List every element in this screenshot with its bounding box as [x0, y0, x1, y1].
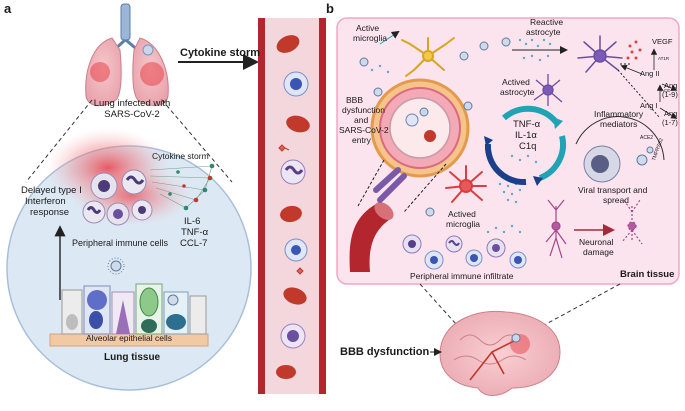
ang-1-9-line2: (1-9) [662, 90, 678, 99]
bbb-line1: BBB [346, 95, 364, 105]
peripheral-immune-cells-a [82, 169, 153, 226]
zoom-line-left [25, 99, 93, 183]
active-microglia-line1: Active [356, 23, 380, 33]
viral-line2: spread [603, 195, 629, 205]
bbb-line3: and [354, 115, 369, 125]
peripheral-immune-cells-label: Peripheral immune cells [72, 238, 169, 248]
neuronal-line1: Neuronal [579, 237, 614, 247]
viral-particles-b [359, 37, 511, 217]
astrocyte-endfoot [373, 167, 407, 203]
microglia-yellow [401, 37, 455, 77]
vessel-immune-cells [278, 71, 309, 349]
cytokine-cycle [484, 105, 566, 186]
viral-spread-cell [575, 116, 665, 183]
delayed-line3: response [30, 207, 70, 218]
il6-label: IL-6 [184, 216, 201, 227]
lung-caption-line1: Lung infected with [93, 98, 171, 109]
actived-microglia-line2: microglia [446, 219, 481, 229]
actived-astrocyte-line2: astrocyte [500, 87, 535, 97]
ang-pathway [620, 40, 678, 119]
delayed-line2: Interferon [25, 196, 66, 207]
pathway-link [617, 69, 661, 119]
alveolar-epithelium [49, 283, 209, 347]
section-line-1 [357, 159, 385, 207]
ccl7-label: CCL-7 [180, 238, 208, 249]
bbb-line5: entry [352, 135, 371, 145]
cycle-tnf-label: TNF-α [513, 119, 541, 130]
zoom-line-right [161, 99, 233, 183]
brain-tissue-label: Brain tissue [620, 269, 675, 280]
cycle-il1-label: IL-1α [515, 130, 537, 141]
inflammatory-line1: Inflammatory [594, 109, 644, 119]
section-line-2 [403, 163, 447, 213]
ang-1-9-line1: Ang [664, 81, 678, 90]
reactive-astrocyte-line2: astrocyte [526, 27, 561, 37]
red-blood-cells [276, 35, 310, 379]
actived-astrocyte-line1: Actived [502, 77, 530, 87]
active-microglia-line2: microglia [353, 33, 388, 43]
cytokine-storm-label: Cytokine storm [180, 47, 261, 59]
alveolar-cells-label: Alveolar epithelial cells [86, 333, 172, 343]
ang-1-7-line1: Ang [664, 109, 678, 118]
bbb-dysfunction-label: BBB dysfunction [340, 346, 430, 358]
delayed-line1: Delayed type I [21, 185, 82, 196]
ang-1-7-line2: (1-7) [662, 118, 678, 127]
brain-illustration [439, 310, 561, 396]
inflammatory-line2: mediators [600, 119, 638, 129]
reactive-astrocyte [577, 35, 623, 73]
infiltrate-cells [402, 234, 527, 270]
neuronal-line2: damage [583, 247, 614, 257]
bbb-line2: dysfunction [342, 105, 385, 115]
peripheral-infiltrate-label: Peripheral immune infiltrate [410, 271, 514, 281]
panel-b-vessel [349, 202, 394, 272]
ace2-label: ACE2 [640, 135, 654, 141]
actived-microglia [445, 165, 487, 203]
reactive-astrocyte-line1: Reactive [530, 17, 564, 27]
tnf-label-a: TNF-α [181, 227, 209, 238]
vessel-cross-section [370, 78, 470, 178]
viral-line1: Viral transport and [578, 185, 648, 195]
neuron-healthy [545, 199, 567, 259]
cytokine-dots-a [168, 163, 215, 211]
microglia-arrow [379, 30, 400, 45]
vegf-label: VEGF [652, 37, 673, 46]
virus-particle-a [107, 257, 125, 275]
cytokine-storm-small-label: Cytokine storm [152, 151, 209, 161]
lung-caption-line2: SARS-CoV-2 [104, 109, 160, 120]
actived-astrocyte [533, 74, 563, 106]
bbb-line4: SARS-CoV-2 [339, 125, 389, 135]
cytokine-clouds-b [370, 38, 552, 234]
actived-microglia-line1: Actived [448, 209, 476, 219]
lung-tissue-circle [6, 128, 252, 391]
lung-tissue-label: Lung tissue [104, 352, 161, 363]
cycle-c1q-label: C1q [519, 141, 537, 152]
lungs-illustration [85, 3, 169, 106]
panel-b-letter: b [326, 1, 334, 16]
neuron-damaged [621, 199, 643, 245]
at1r-label: AT1R [658, 56, 670, 61]
ace-label: ACE [661, 88, 671, 93]
panel-a-letter: a [4, 1, 12, 16]
ang-i-label: Ang I [640, 101, 658, 110]
ang-ii-label: Ang II [640, 69, 660, 78]
